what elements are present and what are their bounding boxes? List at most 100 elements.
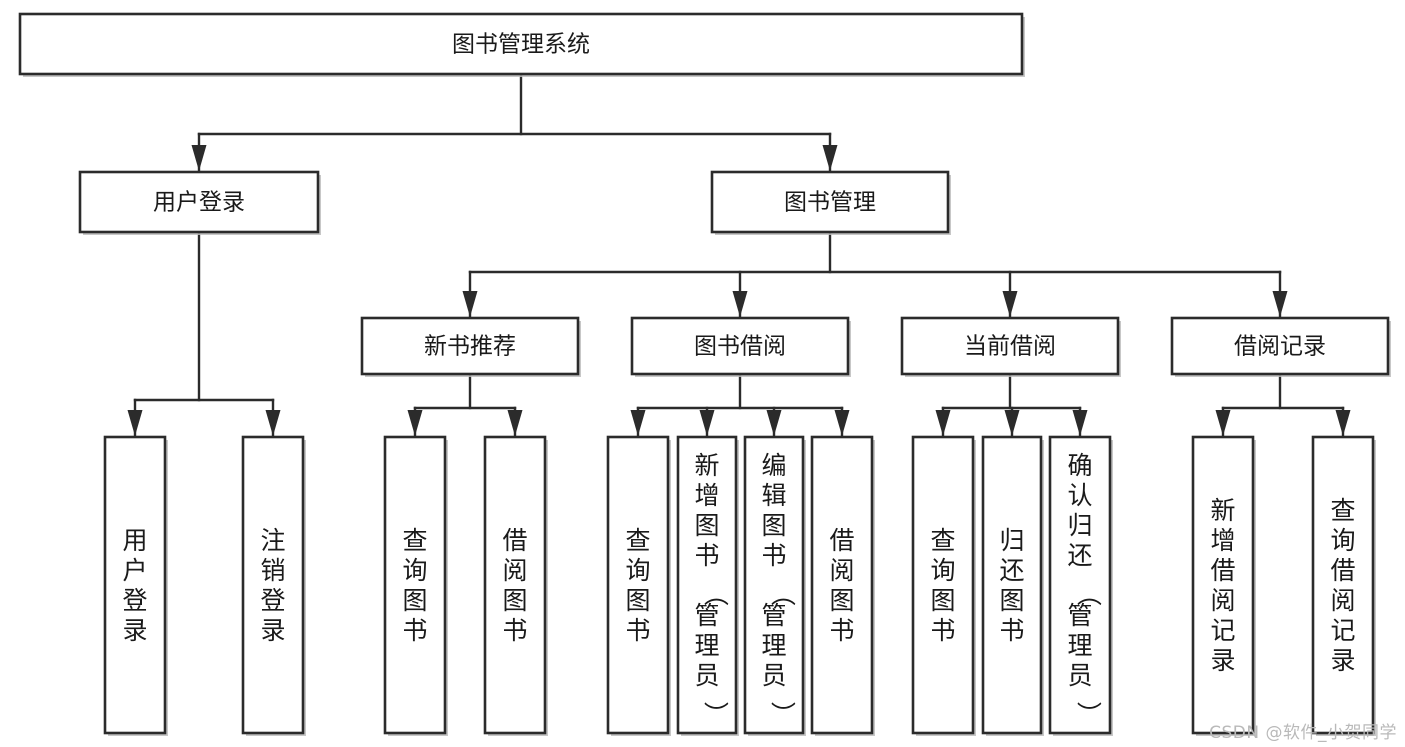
svg-text:（: （ [768, 581, 797, 606]
svg-text:图: 图 [402, 586, 427, 615]
nodes-layer: 图书管理系统用户登录图书管理新书推荐图书借阅当前借阅借阅记录用户登录注销登录查询… [18, 12, 1391, 736]
node-label: 图书管理 [784, 190, 876, 216]
svg-text:员: 员 [761, 661, 786, 690]
svg-text:借: 借 [1210, 556, 1235, 585]
svg-text:书: 书 [694, 541, 719, 570]
svg-text:借: 借 [1330, 556, 1355, 585]
svg-text:（: （ [1074, 581, 1103, 606]
svg-text:理: 理 [1067, 631, 1092, 660]
svg-text:查: 查 [1330, 496, 1355, 525]
node-book-management[interactable]: 图书管理 [710, 170, 951, 235]
svg-text:书: 书 [829, 616, 854, 645]
svg-text:阅: 阅 [1210, 586, 1235, 615]
svg-text:书: 书 [625, 616, 650, 645]
svg-text:）: ） [1074, 701, 1103, 726]
svg-text:还: 还 [1067, 541, 1092, 570]
svg-text:管: 管 [694, 601, 719, 630]
svg-text:记: 记 [1210, 616, 1235, 645]
svg-text:查: 查 [930, 526, 955, 555]
svg-text:询: 询 [402, 556, 427, 585]
svg-text:认: 认 [1067, 481, 1092, 510]
svg-text:确: 确 [1067, 451, 1092, 480]
svg-text:图: 图 [694, 511, 719, 540]
svg-text:书: 书 [402, 616, 427, 645]
svg-text:还: 还 [999, 556, 1024, 585]
svg-text:理: 理 [761, 631, 786, 660]
svg-text:）: ） [768, 701, 797, 726]
svg-text:用: 用 [122, 526, 147, 555]
node-label: 借阅记录 [1234, 334, 1326, 360]
svg-text:图: 图 [761, 511, 786, 540]
svg-text:登: 登 [122, 586, 147, 615]
svg-text:书: 书 [761, 541, 786, 570]
svg-text:（: （ [701, 581, 730, 606]
svg-text:录: 录 [122, 616, 147, 645]
svg-text:理: 理 [694, 631, 719, 660]
svg-text:图: 图 [930, 586, 955, 615]
node-root[interactable]: 图书管理系统 [18, 12, 1025, 77]
svg-text:管: 管 [1067, 601, 1092, 630]
svg-text:阅: 阅 [502, 556, 527, 585]
node-leaf-user-login[interactable]: 用户登录 [103, 435, 168, 736]
node-book-borrow[interactable]: 图书借阅 [630, 316, 851, 377]
node-borrow-record[interactable]: 借阅记录 [1170, 316, 1391, 377]
svg-text:询: 询 [625, 556, 650, 585]
svg-text:图: 图 [829, 586, 854, 615]
svg-text:销: 销 [260, 556, 285, 585]
svg-text:书: 书 [930, 616, 955, 645]
node-label: 用户登录 [153, 190, 245, 216]
svg-text:编: 编 [761, 451, 786, 480]
node-current-borrow[interactable]: 当前借阅 [900, 316, 1121, 377]
svg-text:归: 归 [1067, 511, 1092, 540]
svg-text:新: 新 [1210, 496, 1235, 525]
svg-text:借: 借 [502, 526, 527, 555]
svg-text:增: 增 [694, 481, 719, 510]
node-label: 用户登录 [122, 526, 147, 645]
svg-text:增: 增 [1210, 526, 1235, 555]
svg-text:阅: 阅 [1330, 586, 1355, 615]
node-user-login[interactable]: 用户登录 [78, 170, 321, 235]
svg-text:记: 记 [1330, 616, 1355, 645]
svg-text:归: 归 [999, 526, 1024, 555]
svg-text:查: 查 [625, 526, 650, 555]
node-label: 新书推荐 [424, 334, 516, 360]
svg-text:管: 管 [761, 601, 786, 630]
svg-text:书: 书 [999, 616, 1024, 645]
svg-text:借: 借 [829, 526, 854, 555]
svg-text:图: 图 [625, 586, 650, 615]
svg-text:员: 员 [694, 661, 719, 690]
node-new-book-recommend[interactable]: 新书推荐 [360, 316, 581, 377]
svg-text:查: 查 [402, 526, 427, 555]
svg-text:阅: 阅 [829, 556, 854, 585]
svg-text:登: 登 [260, 586, 285, 615]
svg-text:图: 图 [999, 586, 1024, 615]
svg-text:新: 新 [694, 451, 719, 480]
edges-layer [127, 72, 1351, 438]
svg-text:录: 录 [1210, 646, 1235, 675]
node-label: 图书管理系统 [452, 32, 590, 58]
svg-text:询: 询 [930, 556, 955, 585]
